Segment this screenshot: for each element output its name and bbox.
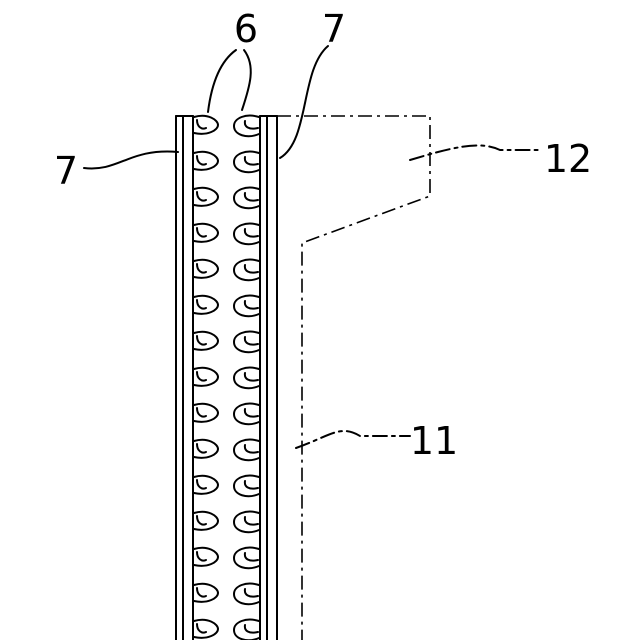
dashdot-outline-11-12 xyxy=(277,116,430,640)
loop-left xyxy=(194,476,218,494)
leader-11 xyxy=(296,431,410,448)
left-sheet xyxy=(176,116,193,640)
loop-right xyxy=(234,404,259,425)
loop-left xyxy=(194,332,218,350)
leader-7-left xyxy=(84,152,178,169)
loop-left xyxy=(194,152,218,170)
loop-left xyxy=(194,224,218,242)
loop-left xyxy=(194,584,218,602)
loop-right xyxy=(234,188,259,209)
loop-right xyxy=(234,476,259,497)
leader-7-right xyxy=(280,46,328,158)
loop-right xyxy=(234,440,259,461)
label-12: 12 xyxy=(544,137,592,181)
loop-right xyxy=(234,296,259,317)
label-11: 11 xyxy=(410,419,458,463)
loop-right xyxy=(234,620,259,640)
loop-left xyxy=(194,512,218,530)
right-loop-column xyxy=(234,116,259,640)
leader-6-left xyxy=(208,50,236,112)
loop-left xyxy=(194,188,218,206)
loop-left xyxy=(194,548,218,566)
loop-left xyxy=(194,368,218,386)
loop-right xyxy=(234,332,259,353)
loop-left xyxy=(194,296,218,314)
loop-right xyxy=(234,224,259,245)
loop-right xyxy=(234,548,259,569)
loop-right xyxy=(234,152,259,173)
label-7-right: 7 xyxy=(322,7,346,51)
loop-right xyxy=(234,368,259,389)
left-loop-column xyxy=(194,116,218,638)
loop-right xyxy=(234,116,259,137)
loop-left xyxy=(194,116,218,134)
loop-right xyxy=(234,512,259,533)
right-sheet xyxy=(260,116,277,640)
loop-left xyxy=(194,620,218,638)
loop-left xyxy=(194,404,218,422)
leader-6-right xyxy=(242,50,251,110)
loop-left xyxy=(194,440,218,458)
loop-right xyxy=(234,260,259,281)
loop-right xyxy=(234,584,259,605)
label-6: 6 xyxy=(234,7,258,51)
loop-left xyxy=(194,260,218,278)
label-7-left: 7 xyxy=(54,149,78,193)
